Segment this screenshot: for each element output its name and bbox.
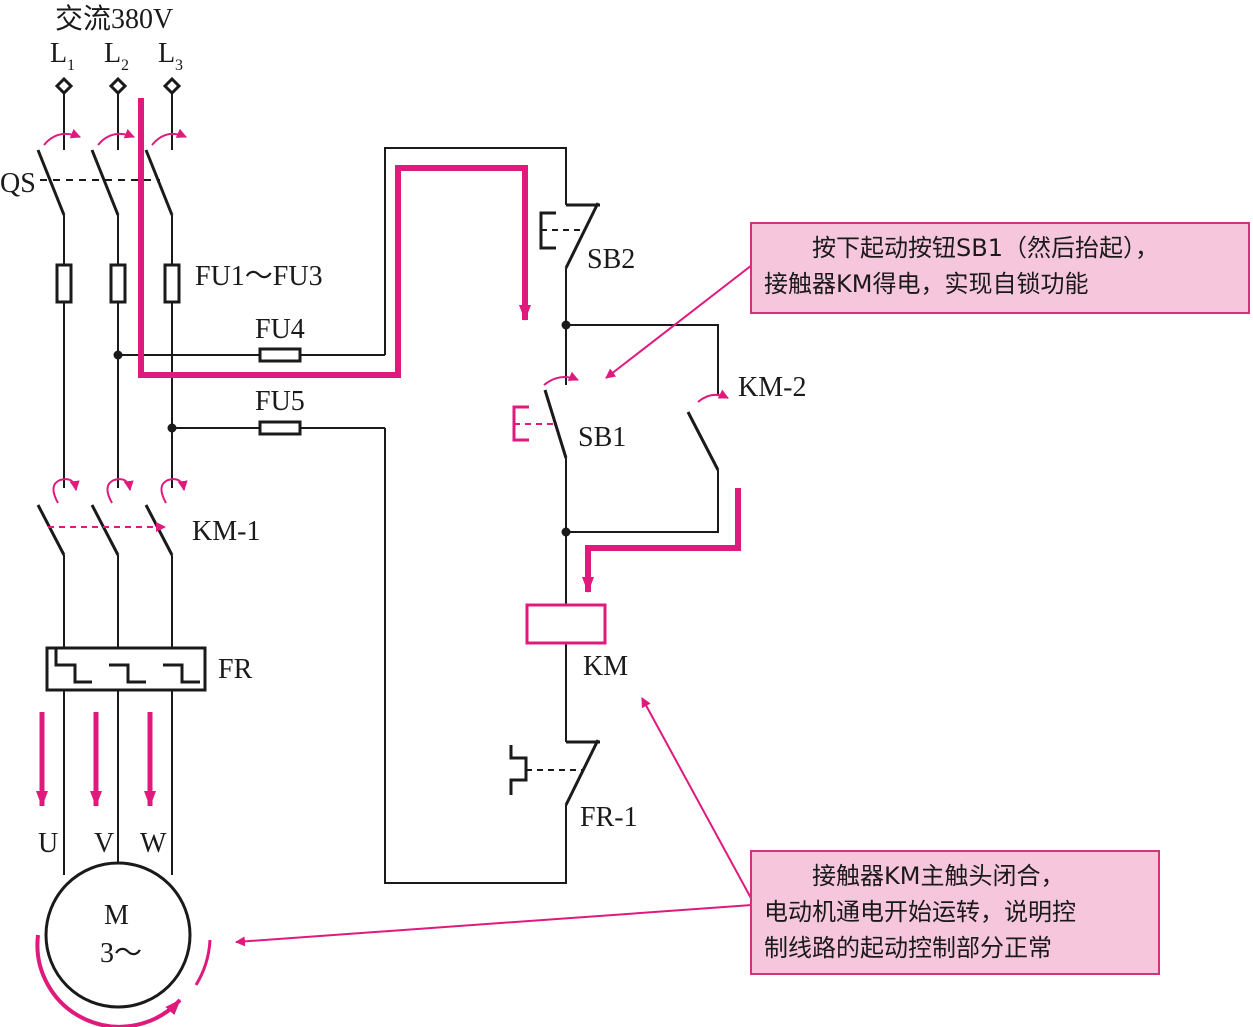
motor-m-label: M xyxy=(104,900,129,931)
qs-switch xyxy=(36,149,174,216)
note-start-line-1: 按下起动按钮SB1（然后抬起）， xyxy=(812,234,1159,262)
fr1-label: FR-1 xyxy=(580,802,638,833)
junction-bottom xyxy=(561,527,571,537)
fr-label: FR xyxy=(218,654,253,685)
fuse-fu4 xyxy=(258,347,302,363)
sb2-stop-button xyxy=(539,202,600,269)
junction-fu5 xyxy=(167,423,177,433)
motor-rotation-arrows xyxy=(35,934,212,1027)
km1-label: KM-1 xyxy=(192,516,260,547)
svg-text:3: 3 xyxy=(175,57,183,74)
fuse-fu5 xyxy=(258,420,302,436)
fr-thermal-relay xyxy=(45,646,207,692)
current-path-highlight xyxy=(36,98,741,807)
svg-text:2: 2 xyxy=(121,57,129,74)
motor-phase-label: 3～ xyxy=(100,938,142,969)
km2-aux-contact xyxy=(686,389,729,471)
qs-operation-arrows xyxy=(43,128,187,146)
km-coil xyxy=(525,603,607,645)
control-feed-wires xyxy=(118,147,567,884)
annotation-pointers xyxy=(235,264,753,947)
fr1-overload-contact xyxy=(509,739,600,806)
junction-fu4 xyxy=(113,350,123,360)
junction-top xyxy=(561,320,571,330)
phase-label-l3: L 3 xyxy=(158,38,183,74)
phase-label-l1: L 1 xyxy=(50,38,75,74)
note-main-line-1: 接触器KM主触头闭合， xyxy=(812,862,1065,890)
note-main-line-2: 电动机通电开始运转，说明控 xyxy=(764,898,1076,926)
km-coil-label: KM xyxy=(583,651,628,682)
motor xyxy=(44,861,192,1009)
fu1-fu3-label: FU1～FU3 xyxy=(195,261,323,292)
main-circuit-wires xyxy=(63,93,173,875)
svg-text:1: 1 xyxy=(67,57,75,74)
sb1-start-button xyxy=(512,371,579,459)
w-label: W xyxy=(140,828,167,859)
sb2-label: SB2 xyxy=(587,244,635,275)
phase-terminals xyxy=(54,76,182,96)
phase-label-l2: L 2 xyxy=(104,38,129,74)
note-start-button: 按下起动按钮SB1（然后抬起）， 接触器KM得电，实现自锁功能 xyxy=(750,222,1250,314)
km2-label: KM-2 xyxy=(738,372,806,403)
km1-operation-arrows xyxy=(52,478,188,504)
km1-main-contacts xyxy=(36,504,174,556)
qs-label: QS xyxy=(0,168,36,199)
terminal-l1 xyxy=(54,76,74,96)
u-label: U xyxy=(38,828,58,859)
supply-voltage-label: 交流380V xyxy=(55,3,173,35)
v-label: V xyxy=(94,828,114,859)
fu4-label: FU4 xyxy=(255,314,305,345)
terminal-l3 xyxy=(162,76,182,96)
sb1-label: SB1 xyxy=(578,422,626,453)
note-main-line-3: 制线路的起动控制部分正常 xyxy=(764,934,1052,962)
svg-text:L: L xyxy=(50,38,67,69)
svg-text:L: L xyxy=(104,38,121,69)
fu5-label: FU5 xyxy=(255,386,305,417)
svg-text:L: L xyxy=(158,38,175,69)
note-start-line-2: 接触器KM得电，实现自锁功能 xyxy=(764,270,1089,298)
fuses-fu1-fu3 xyxy=(55,263,181,304)
note-main-contacts: 接触器KM主触头闭合， 电动机通电开始运转，说明控 制线路的起动控制部分正常 xyxy=(750,850,1160,975)
terminal-l2 xyxy=(108,76,128,96)
